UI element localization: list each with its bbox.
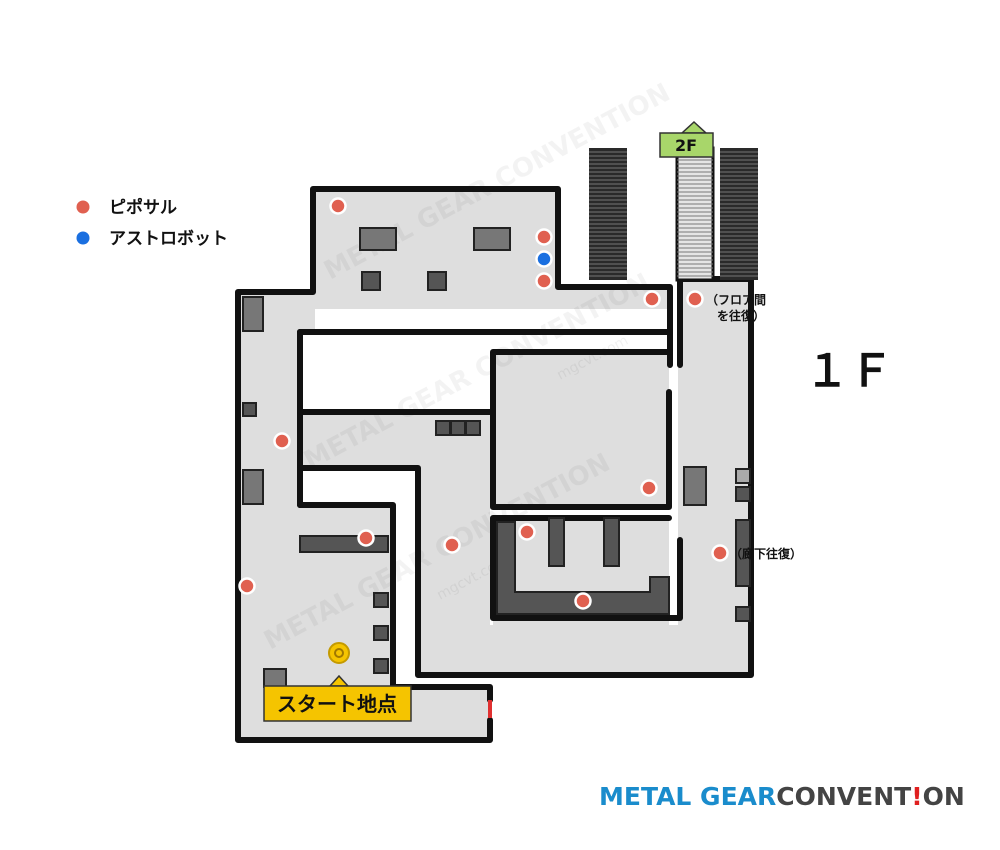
fixture-top-3 [361,271,381,291]
note-floor-round-2: を往復） [717,308,765,323]
pipo-marker [640,479,658,497]
fixture-top-1 [359,227,397,251]
fixture-start-area [263,668,287,688]
door-marker [488,700,492,718]
floor-upper-corridor [555,287,670,309]
pipo-marker [574,592,592,610]
fixture-ll-3 [373,658,389,674]
floor-left-join [300,292,315,332]
pipo-marker [238,577,256,595]
start-location-ring [334,648,344,658]
start-location-icon [328,642,350,664]
fixture-ll-1 [373,592,389,608]
fixture-right-4 [735,519,751,587]
pipo-marker [686,290,704,308]
fixture-ll-2 [373,625,389,641]
fixture-right-5 [735,606,751,622]
fixture-right-2 [735,468,751,484]
logo-part-4: ON [923,782,965,811]
fixture-top-2 [473,227,511,251]
fixture-left-3 [242,469,264,505]
pipo-marker [329,197,347,215]
pipo-marker [518,523,536,541]
fixture-mid-2 [450,420,466,436]
stairs-up [675,146,715,282]
legend: ピポサル アストロボット [76,197,228,249]
pipo-marker [711,544,729,562]
pipo-markers [238,197,729,610]
start-box [263,685,412,722]
floor-bottom-corridor [418,625,751,675]
fixture-top-4 [427,271,447,291]
upstairs-label: 2F [675,136,697,155]
astro-marker [535,250,553,268]
logo-part-3: ! [911,782,922,811]
floor-inner-room [493,352,669,507]
wall-lower-left [297,502,396,690]
legend-pipo-dot [76,200,90,214]
fixture-counter-left [299,535,389,553]
escalator-right [720,148,758,280]
pipo-marker [273,432,291,450]
legend-astro-label: アストロボット [109,229,228,249]
note-corridor-round: （廊下往復） [730,546,802,561]
fixture-right-3 [735,486,751,502]
pipo-marker [535,272,553,290]
logo-part-2: CONVENT [776,782,911,811]
escalator-left [589,148,627,280]
pipo-marker [357,529,375,547]
floor-label: １Ｆ [805,346,893,397]
fixtures [242,227,751,688]
fixture-pillar-2 [603,517,620,567]
logo-part-1: METAL GEAR [599,782,776,811]
fixture-mid-1 [435,420,451,436]
fixture-pillar-1 [548,517,565,567]
fixture-mid-3 [465,420,481,436]
wall-start-top [390,684,493,703]
fixture-left-1 [242,296,264,332]
site-logo: METAL GEARCONVENT!ON [599,782,965,811]
start-marker: スタート地点 [263,642,412,722]
pipo-marker [443,536,461,554]
escalators [589,146,758,282]
upstairs-badge: 2F [659,120,714,158]
wall-outer-left [235,186,673,743]
wall-inner-room [490,349,673,510]
pipo-marker [535,228,553,246]
start-label: スタート地点 [277,692,397,716]
upstairs-badge-box [659,132,714,158]
legend-astro-dot [76,231,90,245]
note-floor-round-1: （フロア間 [706,292,766,307]
upstairs-arrow-icon [680,120,708,134]
legend-pipo-label: ピポサル [109,197,177,218]
floor-left-corridor [238,292,300,740]
fixture-right-1 [683,466,707,506]
pipo-marker [643,290,661,308]
fixture-left-2 [242,402,257,417]
